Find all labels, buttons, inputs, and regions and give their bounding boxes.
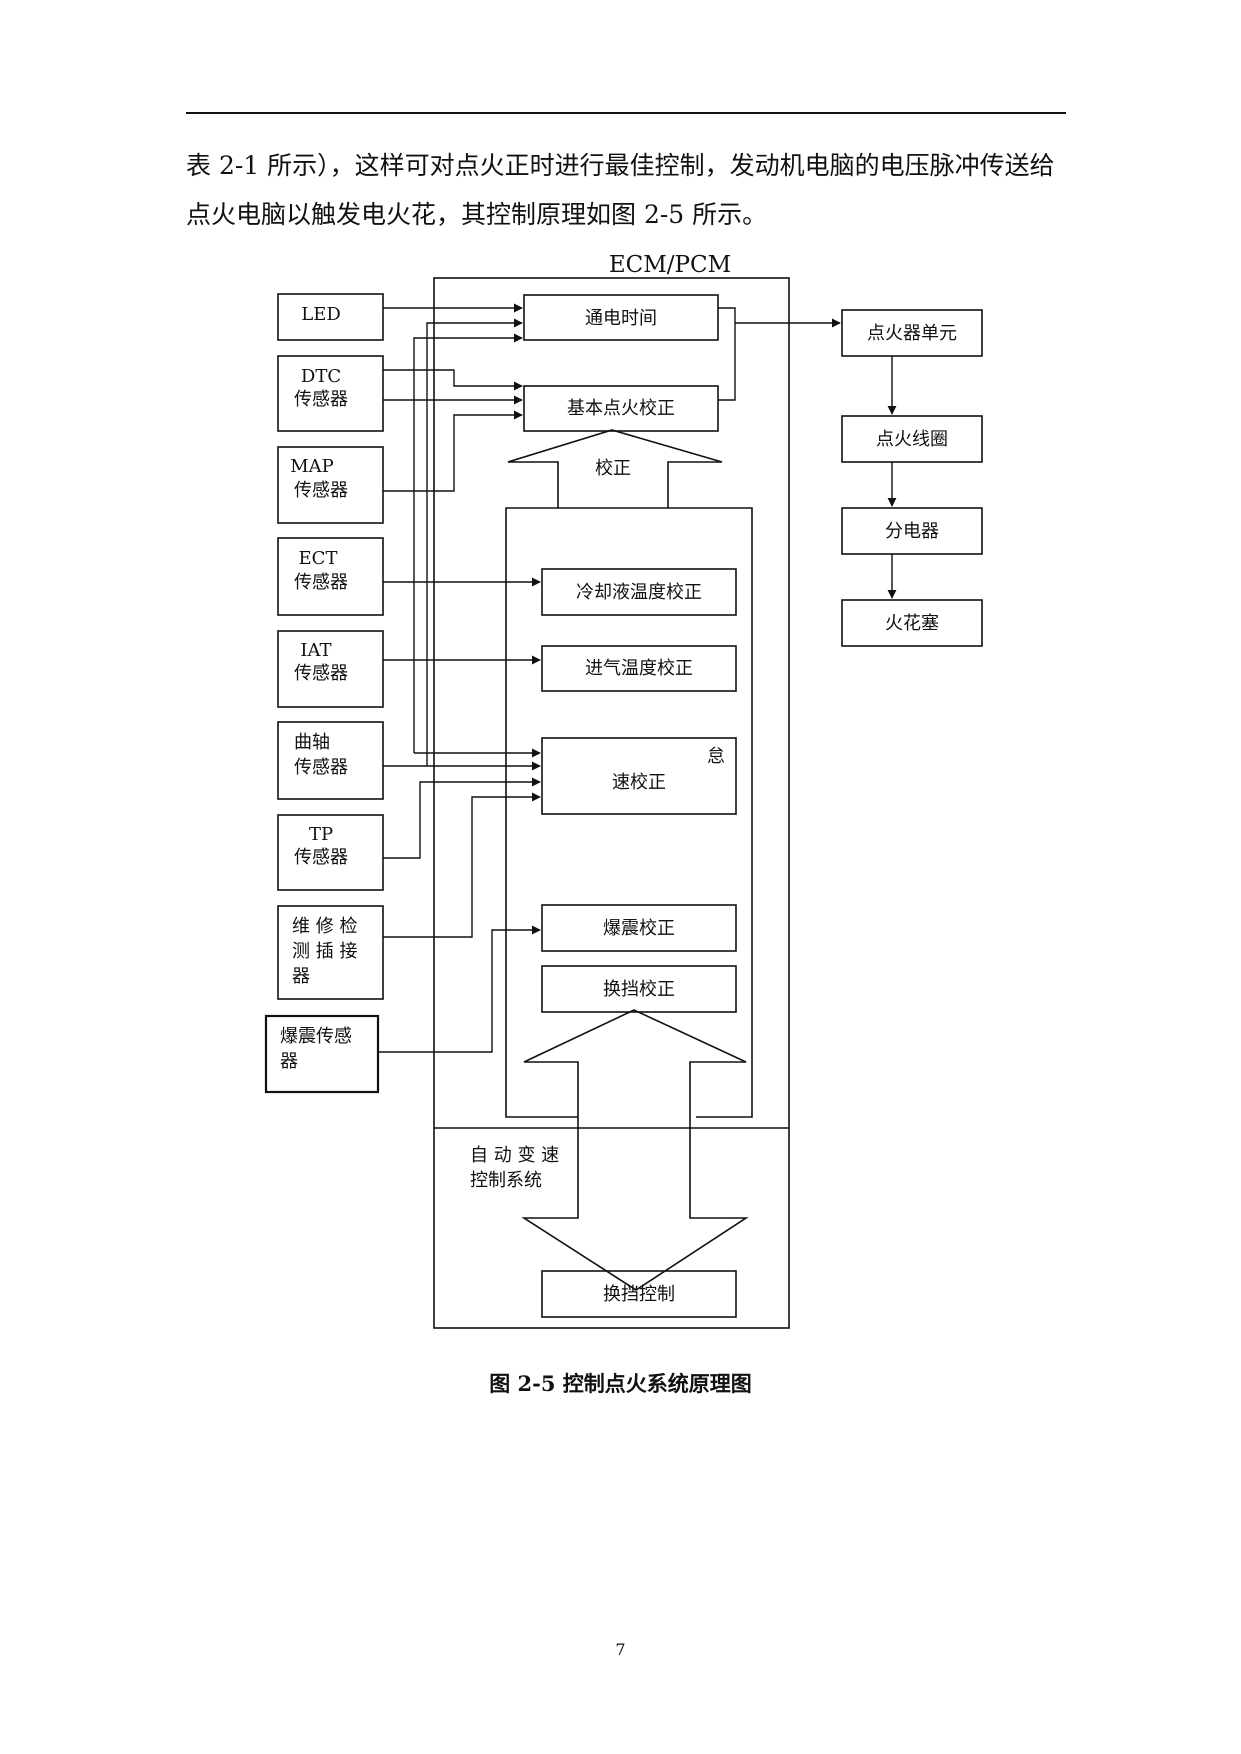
knock-sensor-label-2: 器 xyxy=(280,1051,298,1072)
ecm-pcm-box xyxy=(433,277,790,1329)
dtc-sensor-box xyxy=(277,355,384,432)
connector-knock xyxy=(378,925,541,1053)
shift-correction-label: 换挡校正 xyxy=(603,979,675,1000)
led-label: LED xyxy=(301,304,341,325)
tp-label-2: 传感器 xyxy=(294,847,348,868)
distributor-label: 分电器 xyxy=(885,521,939,542)
iat-sensor-box xyxy=(277,630,384,708)
crank-label-1: 曲轴 xyxy=(294,732,330,753)
ect-label-2: 传感器 xyxy=(294,572,348,593)
base-ignition-block xyxy=(523,385,719,432)
ect-sensor-box xyxy=(277,537,384,616)
map-sensor-box xyxy=(277,446,384,524)
dtc-label-1: DTC xyxy=(301,366,341,387)
crank-sensor-box xyxy=(277,721,384,800)
map-label-1: MAP xyxy=(290,456,334,477)
igniter-unit-box xyxy=(841,309,983,357)
dwell-time-block xyxy=(523,294,719,341)
ignition-coil-box xyxy=(841,415,983,463)
correction-group-box xyxy=(505,507,753,1118)
spark-plug-box xyxy=(841,599,983,647)
knock-correction-label: 爆震校正 xyxy=(603,918,675,939)
ignition-coil-label: 点火线圈 xyxy=(876,429,948,450)
base-ignition-label: 基本点火校正 xyxy=(567,398,675,419)
intake-temp-correction-block xyxy=(541,645,737,692)
page-number: 7 xyxy=(615,1640,626,1659)
at-system-label-1: 自 动 变 速 xyxy=(470,1145,559,1166)
shift-double-arrow xyxy=(521,1009,749,1291)
dtc-label-2: 传感器 xyxy=(294,389,348,410)
paragraph-line-2: 点火电脑以触发电火花，其控制原理如图 2-5 所示。 xyxy=(186,200,768,229)
figure-caption: 图 2-5 控制点火系统原理图 xyxy=(489,1371,752,1396)
connector-bus-2 xyxy=(426,318,523,766)
connector-map xyxy=(383,410,523,492)
tp-sensor-box xyxy=(277,814,384,891)
ecm-title: ECM/PCM xyxy=(609,252,731,278)
knock-correction-block xyxy=(541,904,737,952)
spark-plug-label: 火花塞 xyxy=(885,613,939,634)
correction-up-arrow xyxy=(507,429,723,508)
paragraph-line-1: 表 2-1 所示），这样可对点火正时进行最佳控制，发动机电脑的电压脉冲传送给 xyxy=(186,151,1055,180)
intake-label: 进气温度校正 xyxy=(585,658,693,679)
led-box xyxy=(277,293,384,341)
igniter-unit-label: 点火器单元 xyxy=(867,323,957,344)
tp-label-1: TP xyxy=(309,824,333,845)
iat-label-2: 传感器 xyxy=(294,663,348,684)
service-label-2: 测 插 接 xyxy=(292,941,357,962)
distributor-box xyxy=(841,507,983,555)
header-rule xyxy=(186,112,1066,114)
crank-label-2: 传感器 xyxy=(294,757,348,778)
ect-label-1: ECT xyxy=(299,548,338,569)
connector-bus-1 xyxy=(413,333,523,753)
correction-label: 校正 xyxy=(595,458,631,479)
service-connector-box xyxy=(277,905,384,1000)
dwell-time-label: 通电时间 xyxy=(585,308,657,329)
connector-merge xyxy=(718,307,736,401)
knock-sensor-box xyxy=(264,1014,380,1094)
service-label-1: 维 修 检 xyxy=(292,916,357,937)
shift-correction-block xyxy=(541,965,737,1013)
shift-control-label: 换挡控制 xyxy=(603,1284,675,1305)
service-label-3: 器 xyxy=(292,966,310,987)
map-label-2: 传感器 xyxy=(294,480,348,501)
shift-control-block xyxy=(541,1270,737,1318)
knock-sensor-label-1: 爆震传感 xyxy=(280,1026,352,1047)
at-system-label-2: 控制系统 xyxy=(470,1170,542,1191)
iat-label-1: IAT xyxy=(300,640,331,661)
connector-dtc xyxy=(383,369,523,391)
idle-label-1: 怠 xyxy=(707,746,725,767)
coolant-temp-correction-block xyxy=(541,568,737,616)
connector-tp xyxy=(383,777,541,859)
idle-correction-block xyxy=(541,737,737,815)
coolant-label: 冷却液温度校正 xyxy=(576,582,702,603)
idle-label-2: 速校正 xyxy=(612,772,666,793)
connector-service xyxy=(383,792,541,938)
